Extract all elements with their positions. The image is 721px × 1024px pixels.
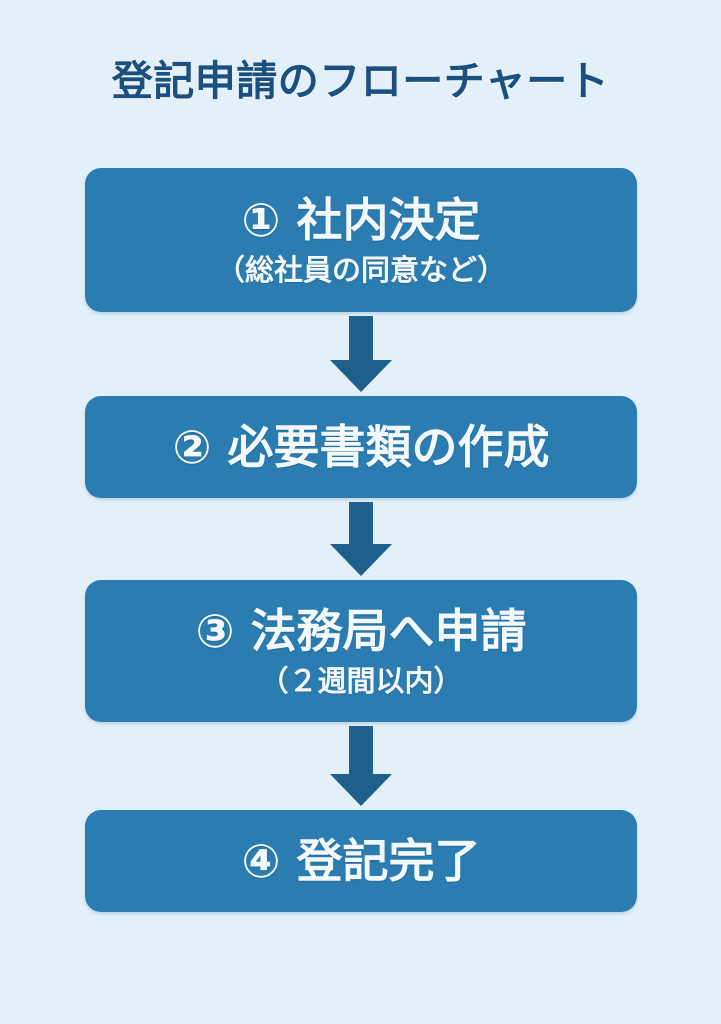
flow-step-2-label: ② 必要書類の作成 [172, 420, 550, 474]
arrow-down-icon-step1-step2 [330, 316, 392, 392]
flow-step-3-subtitle: （２週間以内） [259, 664, 463, 698]
flow-step-4[interactable]: ④ 登記完了 [85, 810, 637, 912]
arrow-down-icon-step3-step4 [330, 726, 392, 806]
flow-step-2[interactable]: ② 必要書類の作成 [85, 396, 637, 498]
flow-step-1-subtitle: （総社員の同意など） [215, 253, 506, 287]
flow-step-4-label: ④ 登記完了 [241, 834, 481, 888]
page-title: 登記申請のフローチャート [111, 57, 610, 105]
flow-step-1-label: ① 社内決定 [241, 193, 481, 247]
flow-step-1[interactable]: ① 社内決定 （総社員の同意など） [85, 168, 637, 312]
arrow-down-icon-step2-step3 [330, 502, 392, 576]
flow-step-3[interactable]: ③ 法務局へ申請 （２週間以内） [85, 580, 637, 722]
flow-step-3-label: ③ 法務局へ申請 [195, 604, 527, 658]
